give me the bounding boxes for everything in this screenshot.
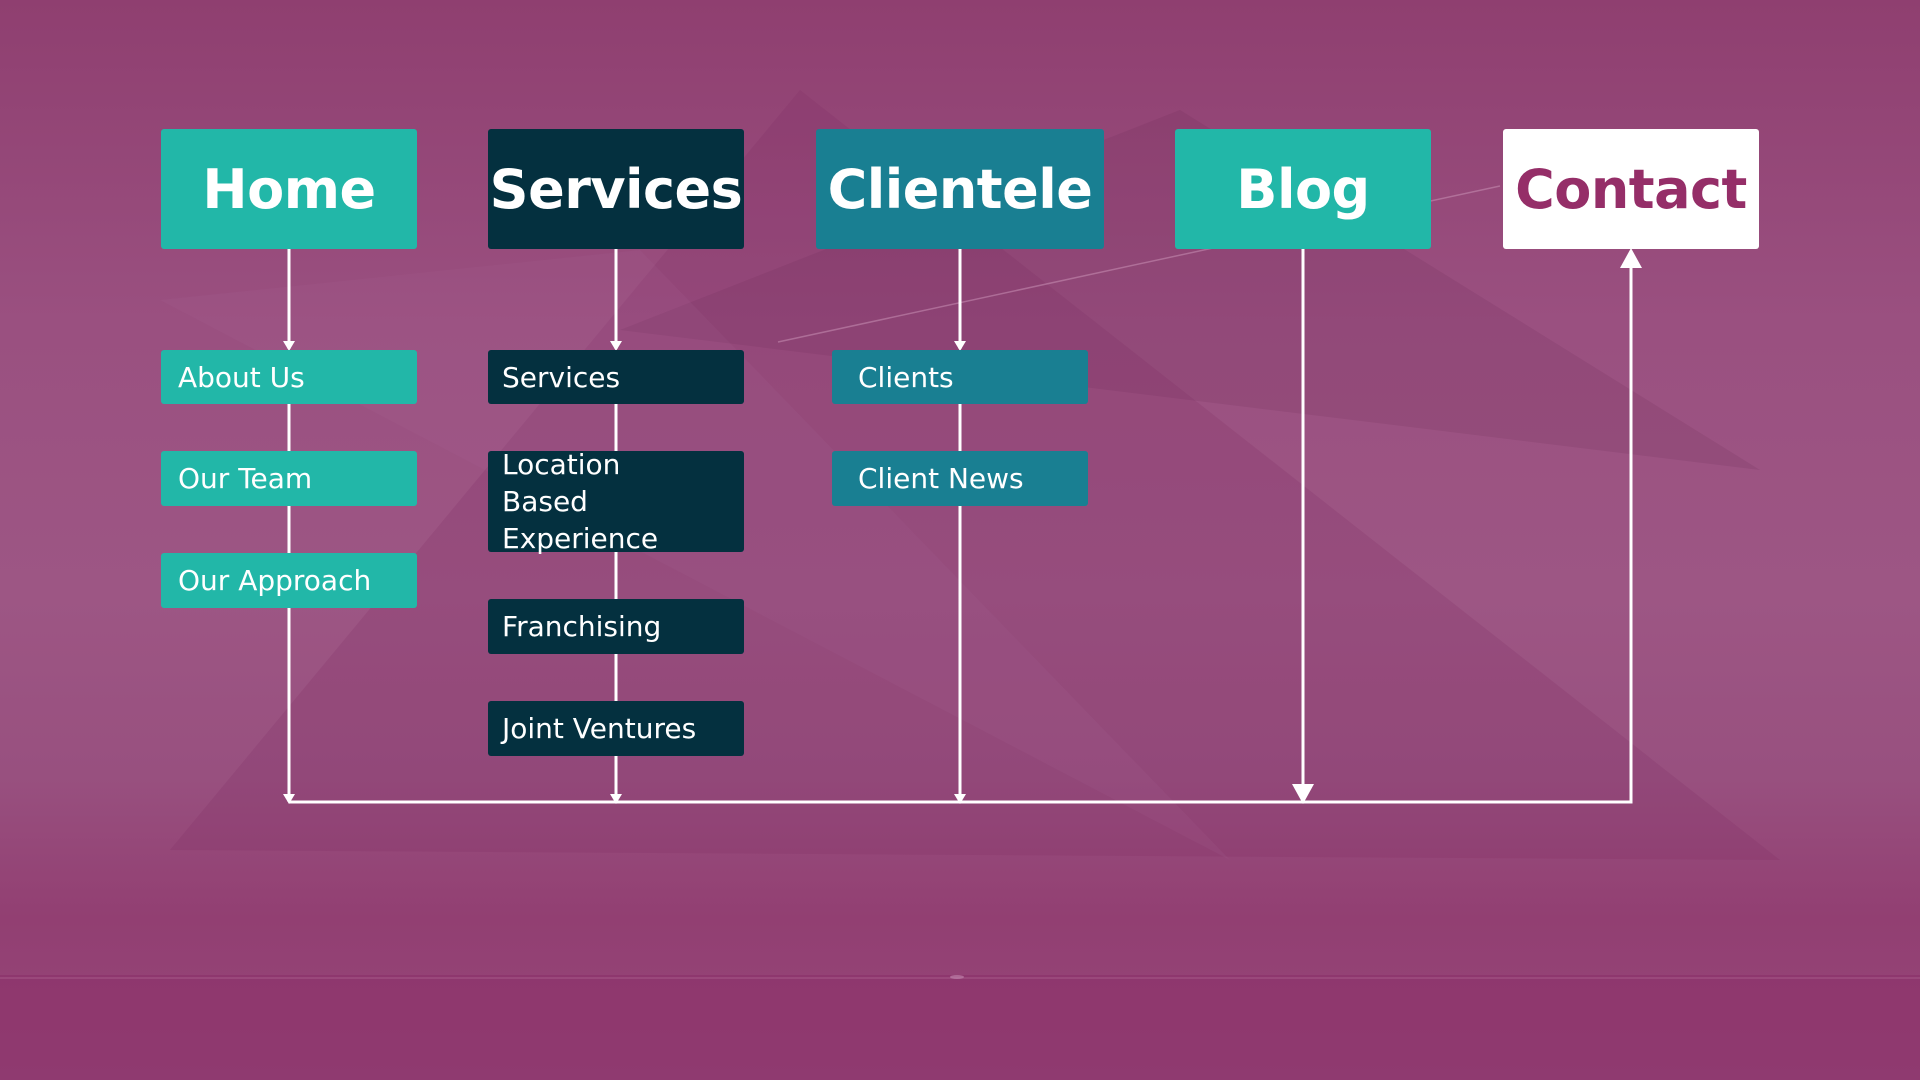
subnav-our-approach[interactable]: Our Approach	[161, 553, 417, 608]
nav-contact[interactable]: Contact	[1503, 129, 1759, 249]
nav-home-label: Home	[202, 157, 376, 221]
subnav-services[interactable]: Services	[488, 350, 744, 404]
subnav-clients-label: Clients	[858, 360, 954, 394]
background-sail-shape-2	[620, 110, 1760, 470]
subnav-franchising-label: Franchising	[502, 610, 662, 643]
nav-clientele[interactable]: Clientele	[816, 129, 1104, 249]
nav-services[interactable]: Services	[488, 129, 744, 249]
subnav-location-label: Location	[502, 448, 621, 481]
subnav-clients[interactable]: Clients	[832, 350, 1088, 404]
bottom-connector-line	[289, 248, 1642, 804]
nav-services-label: Services	[489, 157, 743, 221]
subnav-location-based-experience[interactable]: Location Based Experience	[488, 448, 744, 555]
nav-blog-label: Blog	[1236, 157, 1370, 221]
background-sail-shape-3	[160, 250, 1230, 860]
subnav-franchising[interactable]: Franchising	[488, 599, 744, 654]
subnav-based-experience-label: Based Experience	[502, 485, 659, 555]
nav-contact-label: Contact	[1515, 157, 1747, 221]
subnav-about-us-label: About Us	[178, 360, 305, 394]
nav-blog[interactable]: Blog	[1175, 129, 1431, 249]
subnav-services-label: Services	[502, 360, 621, 394]
nav-home[interactable]: Home	[161, 129, 417, 249]
subnav-about-us[interactable]: About Us	[161, 350, 417, 404]
subnav-client-news-label: Client News	[858, 462, 1024, 495]
nav-clientele-label: Clientele	[827, 157, 1093, 221]
subnav-our-team[interactable]: Our Team	[161, 451, 417, 506]
subnav-client-news[interactable]: Client News	[832, 451, 1088, 506]
background-boat	[950, 975, 964, 979]
subnav-our-approach-label: Our Approach	[178, 564, 372, 597]
background-sea-band	[0, 975, 1920, 1080]
subnav-joint-ventures[interactable]: Joint Ventures	[488, 701, 744, 756]
subnav-our-team-label: Our Team	[178, 462, 313, 495]
subnav-joint-ventures-label: Joint Ventures	[502, 712, 697, 745]
